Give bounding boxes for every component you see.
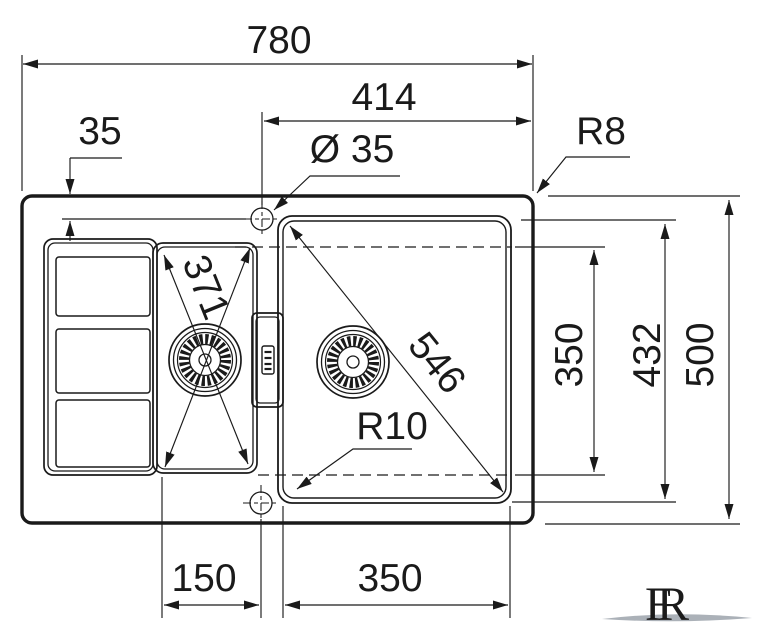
leader-faucet-diameter <box>273 175 400 211</box>
drainboard-groove-3 <box>55 399 151 468</box>
strainer-ring <box>188 343 222 377</box>
drainboard-inner-line <box>47 242 154 472</box>
dim-150-label: 150 <box>171 557 236 600</box>
strainer-center <box>346 355 360 369</box>
divider-inner-line <box>255 316 280 404</box>
dim-500-label: 500 <box>679 322 722 387</box>
leader-corner-radius-r8 <box>536 156 630 194</box>
small-bowl-diagonal-cross <box>164 247 251 468</box>
leader-bowl-radius-r10 <box>296 448 412 490</box>
main-bowl-outer-line <box>277 215 512 504</box>
small-bowl-drain-strainer <box>168 323 242 397</box>
drainboard-groove-1 <box>55 256 151 317</box>
dim-faucet-diameter-label: Ø 35 <box>310 128 395 171</box>
logo-letter-r: R <box>657 578 689 631</box>
divider-outer-line <box>251 312 284 408</box>
brand-logo: F R <box>602 578 752 631</box>
drainboard-outer-line <box>43 238 158 476</box>
dim-432-label: 432 <box>626 322 669 387</box>
bowl-divider <box>251 312 284 408</box>
small-bowl <box>152 242 258 474</box>
dim-overall-width-label: 780 <box>246 19 311 62</box>
dimension-labels: 780 414 35 Ø 35 R8 150 350 R10 371 546 3… <box>78 19 722 600</box>
dim-main-bowl-diagonal-label: 546 <box>400 324 474 402</box>
extension-lines <box>21 55 740 618</box>
drainboard-groove-2 <box>55 328 151 394</box>
sink-outer-edge <box>20 194 535 525</box>
dim-350-width-label: 350 <box>357 557 422 600</box>
small-bowl-inner-line <box>156 246 254 470</box>
dim-small-bowl-diagonal-label: 371 <box>173 249 237 325</box>
strainer-ring <box>336 345 370 379</box>
overflow-grate <box>261 345 275 375</box>
dim-faucet-offset-label: 414 <box>351 76 416 119</box>
dim-350-depth-label: 350 <box>548 322 591 387</box>
strainer-tick-ring <box>327 336 379 388</box>
logo-letter-f: F <box>645 578 672 631</box>
dim-faucet-edge-label: 35 <box>78 110 121 153</box>
strainer-tick-ring <box>179 334 231 386</box>
main-bowl <box>277 215 512 504</box>
dim-corner-radius-label: R8 <box>576 110 626 153</box>
drainboard <box>43 238 158 476</box>
small-bowl-outer-line <box>152 242 258 474</box>
faucet-hole-bottom <box>243 485 279 521</box>
main-bowl-diagonal-546 <box>289 225 504 493</box>
dimension-lines <box>23 59 734 610</box>
dim-bowl-radius-label: R10 <box>356 405 428 448</box>
faucet-hole-top <box>244 201 280 237</box>
logo-swoosh <box>602 614 752 622</box>
